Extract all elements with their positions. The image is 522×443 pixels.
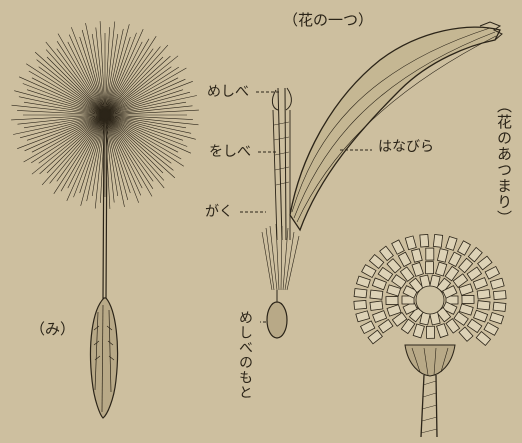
head-floret	[462, 295, 474, 303]
head-floret	[354, 300, 367, 309]
head-floret	[370, 290, 383, 299]
head-floret	[420, 234, 429, 247]
label-seed: （み）	[30, 322, 75, 337]
head-floret	[477, 301, 490, 310]
head-floret	[386, 296, 398, 304]
head-floret	[370, 301, 383, 310]
head-floret	[493, 291, 506, 300]
head-floret	[354, 289, 367, 298]
head-floret	[426, 248, 434, 260]
label-flower-cluster: （花のあつまり）	[496, 98, 511, 226]
label-stamen: をしべ	[209, 145, 251, 159]
head-floret	[426, 326, 434, 338]
label-pistil: めしべ	[207, 85, 249, 99]
head-floret	[433, 234, 442, 247]
label-one-flower: （花の一つ）	[283, 13, 373, 28]
ovary-shape	[267, 302, 287, 338]
label-calyx: がく	[205, 205, 233, 219]
label-petal: はなびら	[378, 140, 434, 154]
head-floret	[425, 262, 433, 274]
head-floret	[493, 302, 506, 311]
label-ovary: めしべのもと	[238, 310, 252, 400]
head-floret	[477, 290, 490, 299]
head-center	[416, 286, 444, 314]
pappus-center	[100, 110, 110, 120]
